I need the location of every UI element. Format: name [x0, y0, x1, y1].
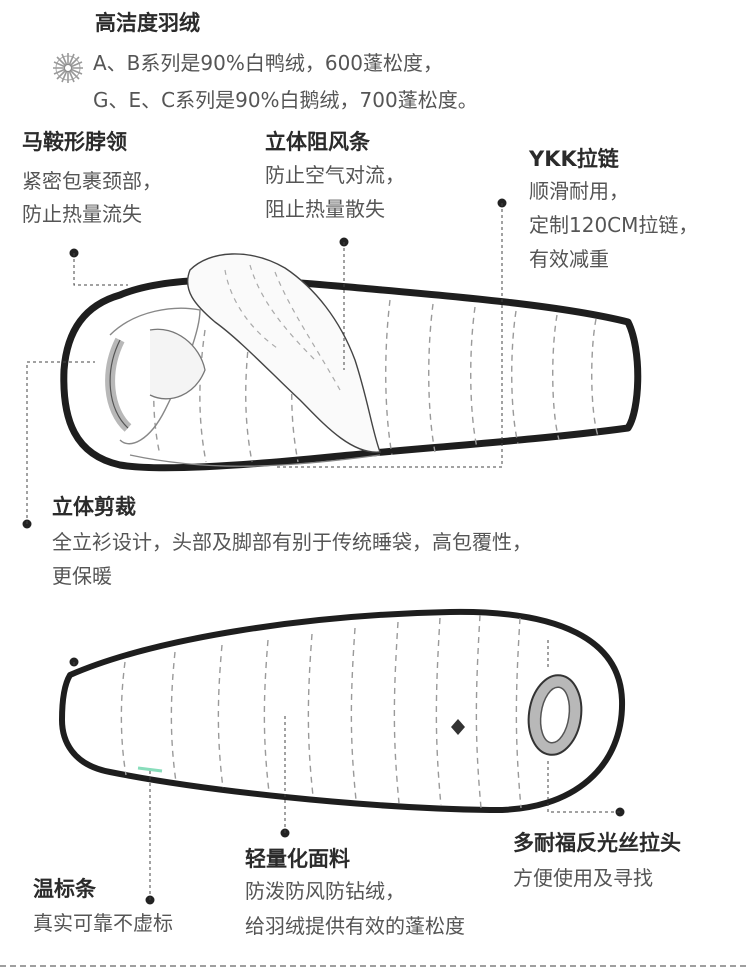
cut-line-1: 全立衫设计，头部及脚部有别于传统睡袋，高包覆性， — [52, 530, 532, 554]
down-line-2: G、E、C系列是90%白鹅绒，700蓬松度。 — [93, 88, 478, 112]
hood-line-2: 防止热量流失 — [22, 202, 142, 226]
down-feather-icon — [53, 53, 83, 83]
draft-tube-line-2: 阻止热量散失 — [265, 197, 385, 221]
puller-line-1: 方便使用及寻找 — [513, 866, 653, 890]
sleeping-bag-open — [60, 253, 642, 472]
zipper-line-1: 顺滑耐用， — [529, 179, 629, 203]
temp-label-title: 温标条 — [33, 877, 96, 901]
hood-line-1: 紧密包裹颈部， — [22, 169, 162, 193]
down-line-1: A、B系列是90%白鸭绒，600蓬松度， — [93, 51, 444, 75]
temp-label-line-1: 真实可靠不虚标 — [33, 911, 173, 935]
cut-line-2: 更保暖 — [52, 564, 112, 588]
draft-tube-line-1: 防止空气对流， — [265, 163, 405, 187]
zipper-line-3: 有效减重 — [529, 247, 609, 271]
cut-title: 立体剪裁 — [52, 495, 136, 519]
zipper-line-2: 定制120CM拉链， — [529, 213, 699, 237]
sleeping-bag-closed — [59, 608, 626, 814]
down-title: 高洁度羽绒 — [95, 11, 200, 35]
hood-title: 马鞍形脖领 — [22, 130, 127, 154]
leader-lines — [22, 198, 625, 905]
fabric-line-1: 防泼防风防钻绒， — [245, 879, 405, 903]
draft-tube-title: 立体阻风条 — [265, 130, 370, 154]
fabric-line-2: 给羽绒提供有效的蓬松度 — [245, 914, 465, 938]
fabric-title: 轻量化面料 — [245, 847, 350, 871]
puller-title: 多耐福反光丝拉头 — [513, 831, 681, 855]
zipper-title: YKK拉链 — [529, 147, 619, 171]
